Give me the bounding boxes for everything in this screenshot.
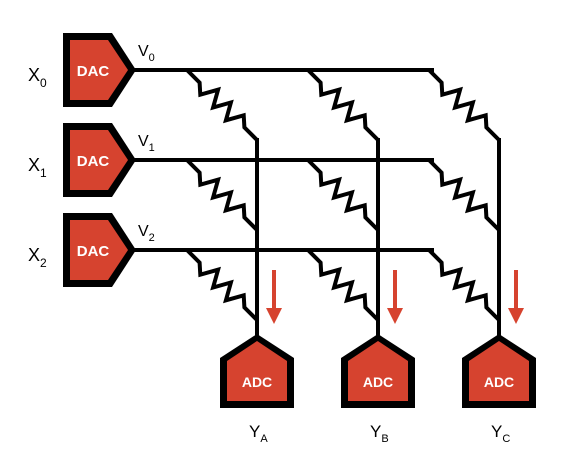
current-arrows [266,270,524,324]
input-label-1: X1 [28,155,47,180]
output-label-b: YB [370,422,389,445]
adc-block-b: ADC [341,334,415,408]
adc-block-c: ADC [462,334,536,408]
zigzag-resistor-icon-1-a [185,158,259,232]
zigzag-resistor-icon-2-c [427,248,501,322]
dac-label-1: DAC [77,153,110,170]
voltage-label-0: V0 [138,43,155,64]
output-label-c: YC [491,422,510,445]
dac-label-0: DAC [77,63,110,80]
zigzag-resistor-icon-0-a [185,68,259,142]
adc-label-a: ADC [242,374,272,390]
input-label-0: X0 [28,65,47,90]
zigzag-resistor-icon-1-b [306,158,380,232]
zigzag-resistor-icon-0-c [427,68,501,142]
adc-label-b: ADC [363,374,393,390]
input-label-2: X2 [28,245,47,270]
voltage-label-2: V2 [138,223,155,244]
down-arrow-icon-b [387,270,403,324]
voltage-label-1: V1 [138,133,155,154]
down-arrow-icon-c [508,270,524,324]
down-arrow-icon-a [266,270,282,324]
zigzag-resistor-icon-0-b [306,68,380,142]
dac-block-0: DAC [63,33,136,107]
dac-block-1: DAC [63,123,136,197]
output-label-a: YA [249,422,268,445]
zigzag-resistor-icon-2-a [185,248,259,322]
dac-label-2: DAC [77,243,110,260]
adc-block-a: ADC [220,334,294,408]
adc-label-c: ADC [484,374,514,390]
resistor-array [185,68,501,322]
dac-block-2: DAC [63,213,136,287]
zigzag-resistor-icon-2-b [306,248,380,322]
zigzag-resistor-icon-1-c [427,158,501,232]
row-wires [133,68,434,252]
column-wires [255,138,501,337]
